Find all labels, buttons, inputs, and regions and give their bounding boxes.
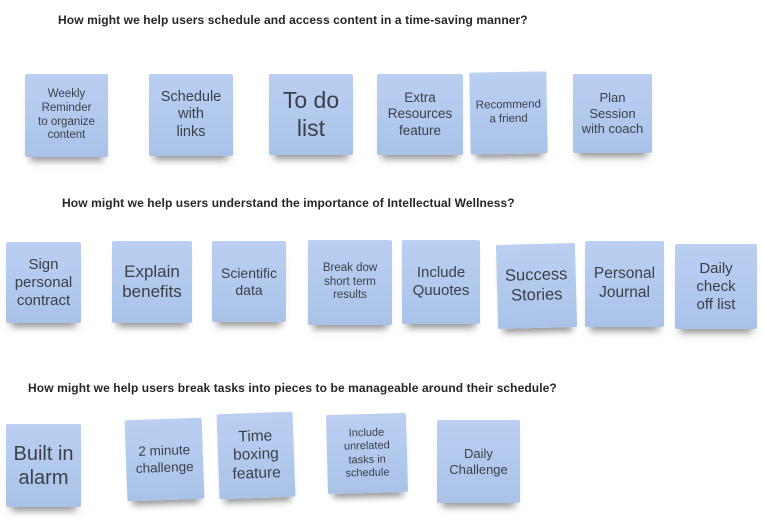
hmw-question-1: How might we help users schedule and acc…	[58, 13, 528, 27]
sticky-note-weekly-reminder[interactable]: Weekly Reminder to organize content	[25, 74, 108, 157]
sticky-note-extra-resources[interactable]: Extra Resources feature	[377, 74, 463, 155]
hmw-question-3: How might we help users break tasks into…	[28, 381, 557, 395]
sticky-note-to-do-list[interactable]: To do list	[269, 74, 353, 155]
sticky-note-recommend-a-friend[interactable]: Recommend a friend	[469, 71, 548, 155]
sticky-note-schedule-with-links[interactable]: Schedule with links	[149, 74, 233, 156]
hmw-question-2: How might we help users understand the i…	[62, 196, 515, 210]
sticky-note-include-unrelated-tasks[interactable]: Include unrelated tasks in schedule	[325, 412, 409, 495]
sticky-note-time-boxing-feature[interactable]: Time boxing feature	[216, 411, 296, 500]
sticky-note-success-stories[interactable]: Success Stories	[495, 242, 578, 330]
sticky-note-sign-personal-contract[interactable]: Sign personal contract	[6, 242, 81, 323]
sticky-note-plan-session-with-coach[interactable]: Plan Session with coach	[573, 74, 652, 153]
sticky-note-scientific-data[interactable]: Scientific data	[212, 241, 286, 322]
sticky-note-daily-check-off-list[interactable]: Daily check off list	[675, 244, 757, 329]
sticky-note-include-quotes[interactable]: Include Quuotes	[402, 240, 480, 324]
sticky-note-break-down-short-term-results[interactable]: Break dow short term results	[308, 240, 392, 325]
sticky-note-explain-benefits[interactable]: Explain benefits	[112, 241, 192, 323]
sticky-note-personal-journal[interactable]: Personal Journal	[585, 241, 664, 327]
sticky-note-daily-challenge[interactable]: Daily Challenge	[437, 420, 520, 503]
sticky-note-2-minute-challenge[interactable]: 2 minute challenge	[124, 417, 205, 502]
sticky-note-built-in-alarm[interactable]: Built in alarm	[6, 424, 81, 507]
